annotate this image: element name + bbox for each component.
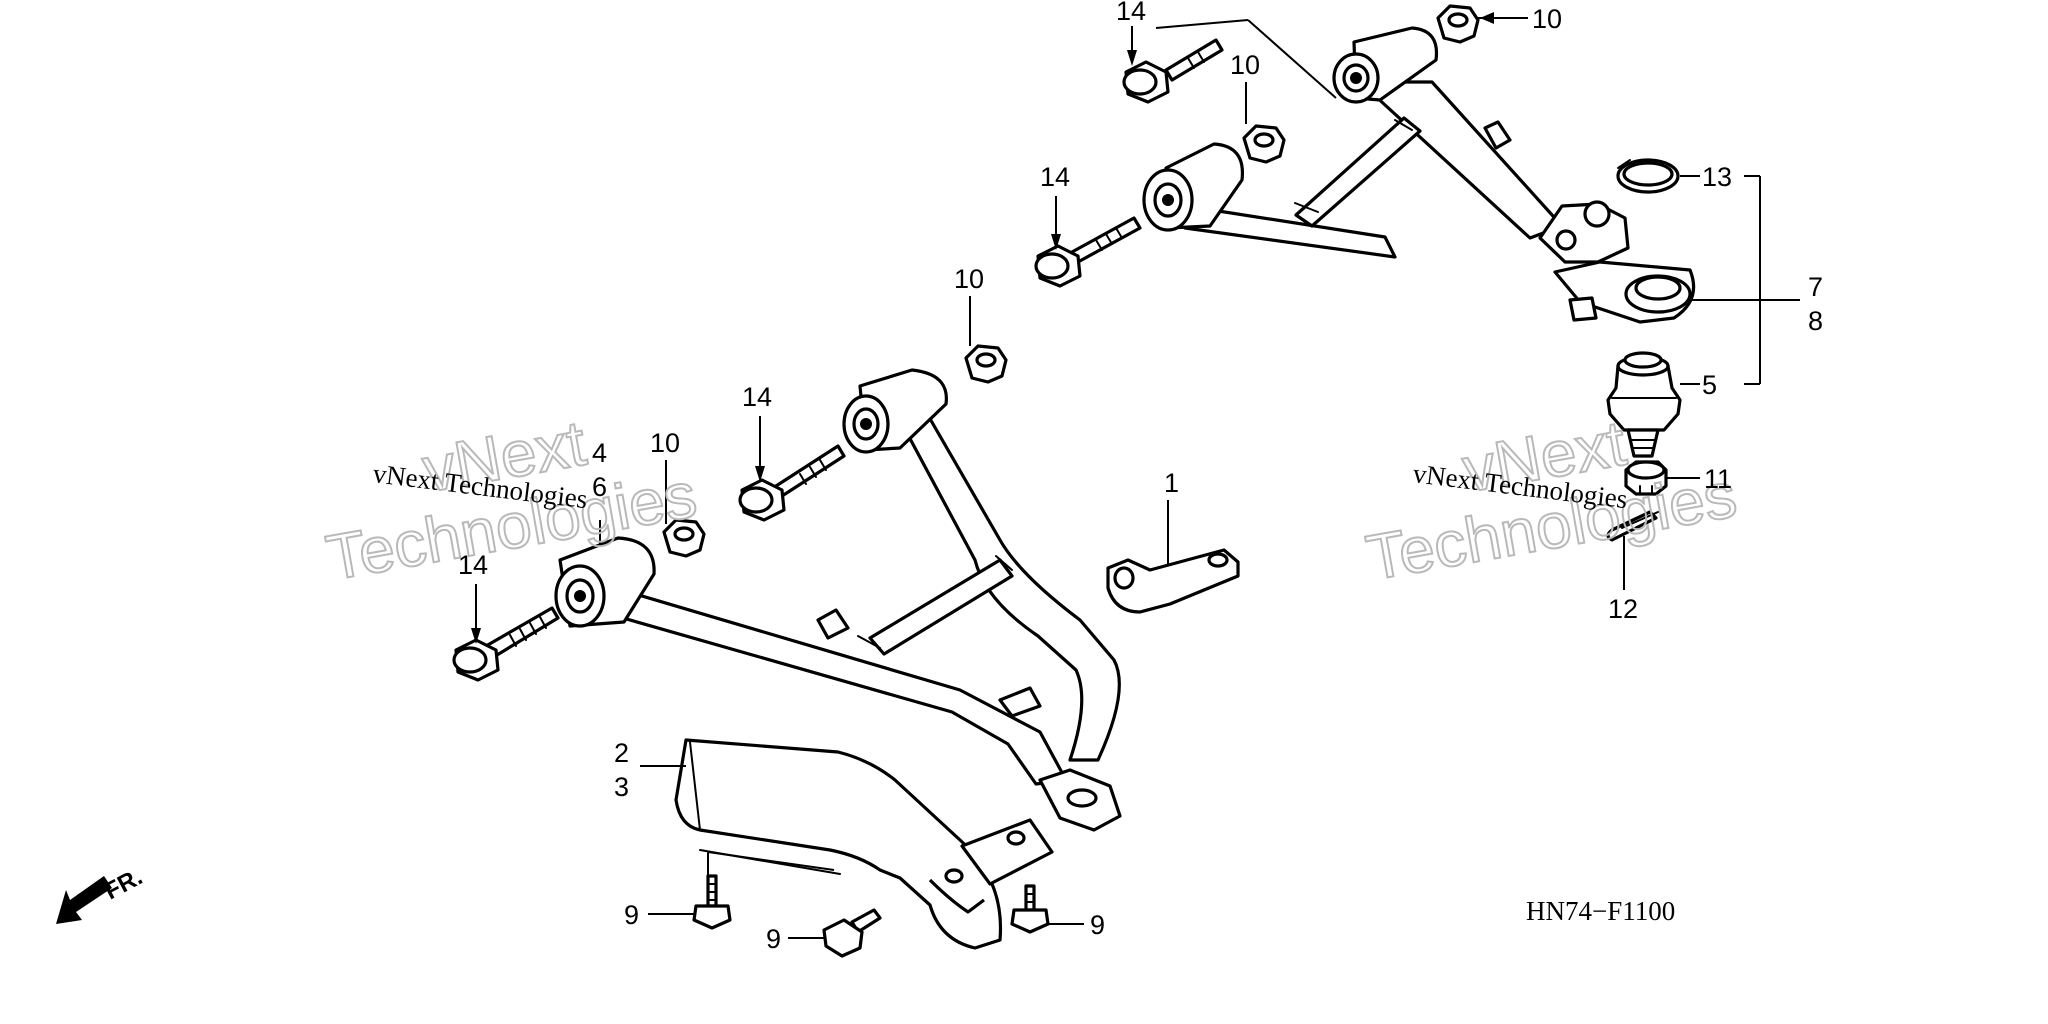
cotter-pin	[1606, 510, 1659, 542]
callout-3: 3	[614, 772, 629, 802]
callout-10-lower-rear: 10	[650, 428, 680, 458]
callout-10-upper-rear: 10	[1532, 4, 1562, 34]
bolt-lower-front	[738, 444, 846, 522]
nut-lower-front	[964, 344, 1008, 384]
screw-left	[692, 874, 732, 930]
skid-guard	[674, 738, 1054, 950]
callout-10-upper-front: 10	[1230, 50, 1260, 80]
callout-7: 7	[1808, 272, 1823, 302]
screw-middle	[822, 908, 882, 958]
callout-4: 4	[592, 438, 607, 468]
leader-lines	[471, 12, 1800, 939]
circlip	[1616, 158, 1680, 194]
nut-upper-front	[1242, 124, 1286, 164]
bracket	[1106, 548, 1240, 614]
diagram-code: HN74−F1100	[1526, 896, 1675, 926]
direction-label: FR.	[100, 863, 147, 905]
callout-2: 2	[614, 738, 629, 768]
callout-12: 12	[1608, 594, 1638, 624]
castle-nut	[1624, 460, 1668, 496]
callout-6: 6	[592, 472, 607, 502]
callout-14-upper-rear: 14	[1116, 0, 1146, 26]
upper-arm	[1142, 26, 1696, 324]
callout-9-middle: 9	[766, 924, 781, 954]
callout-14-lower-rear: 14	[458, 550, 488, 580]
callout-9-right: 9	[1090, 910, 1105, 940]
callout-11: 11	[1704, 464, 1732, 494]
ball-joint	[1606, 351, 1682, 458]
callout-10-lower-front: 10	[954, 264, 984, 294]
callout-14-upper-front: 14	[1040, 162, 1070, 192]
bolt-lower-rear	[452, 606, 560, 682]
bolt-upper-rear	[1122, 38, 1224, 104]
callout-5: 5	[1702, 370, 1717, 400]
callout-1: 1	[1164, 468, 1179, 498]
screw-right	[1010, 884, 1050, 934]
bolt-upper-front	[1034, 216, 1142, 288]
nut-upper-rear	[1436, 4, 1480, 44]
lower-arm	[554, 368, 1122, 832]
callout-9-left: 9	[624, 900, 639, 930]
callout-labels: 1 2 3 4 5 6 7 8 9 9 9 10 10 10 10 11 12 …	[458, 0, 1823, 954]
callout-8: 8	[1808, 306, 1823, 336]
callout-13: 13	[1702, 162, 1732, 192]
callout-14-lower-front: 14	[742, 382, 772, 412]
front-direction-arrow: FR.	[56, 863, 147, 924]
nut-lower-rear	[662, 518, 706, 558]
